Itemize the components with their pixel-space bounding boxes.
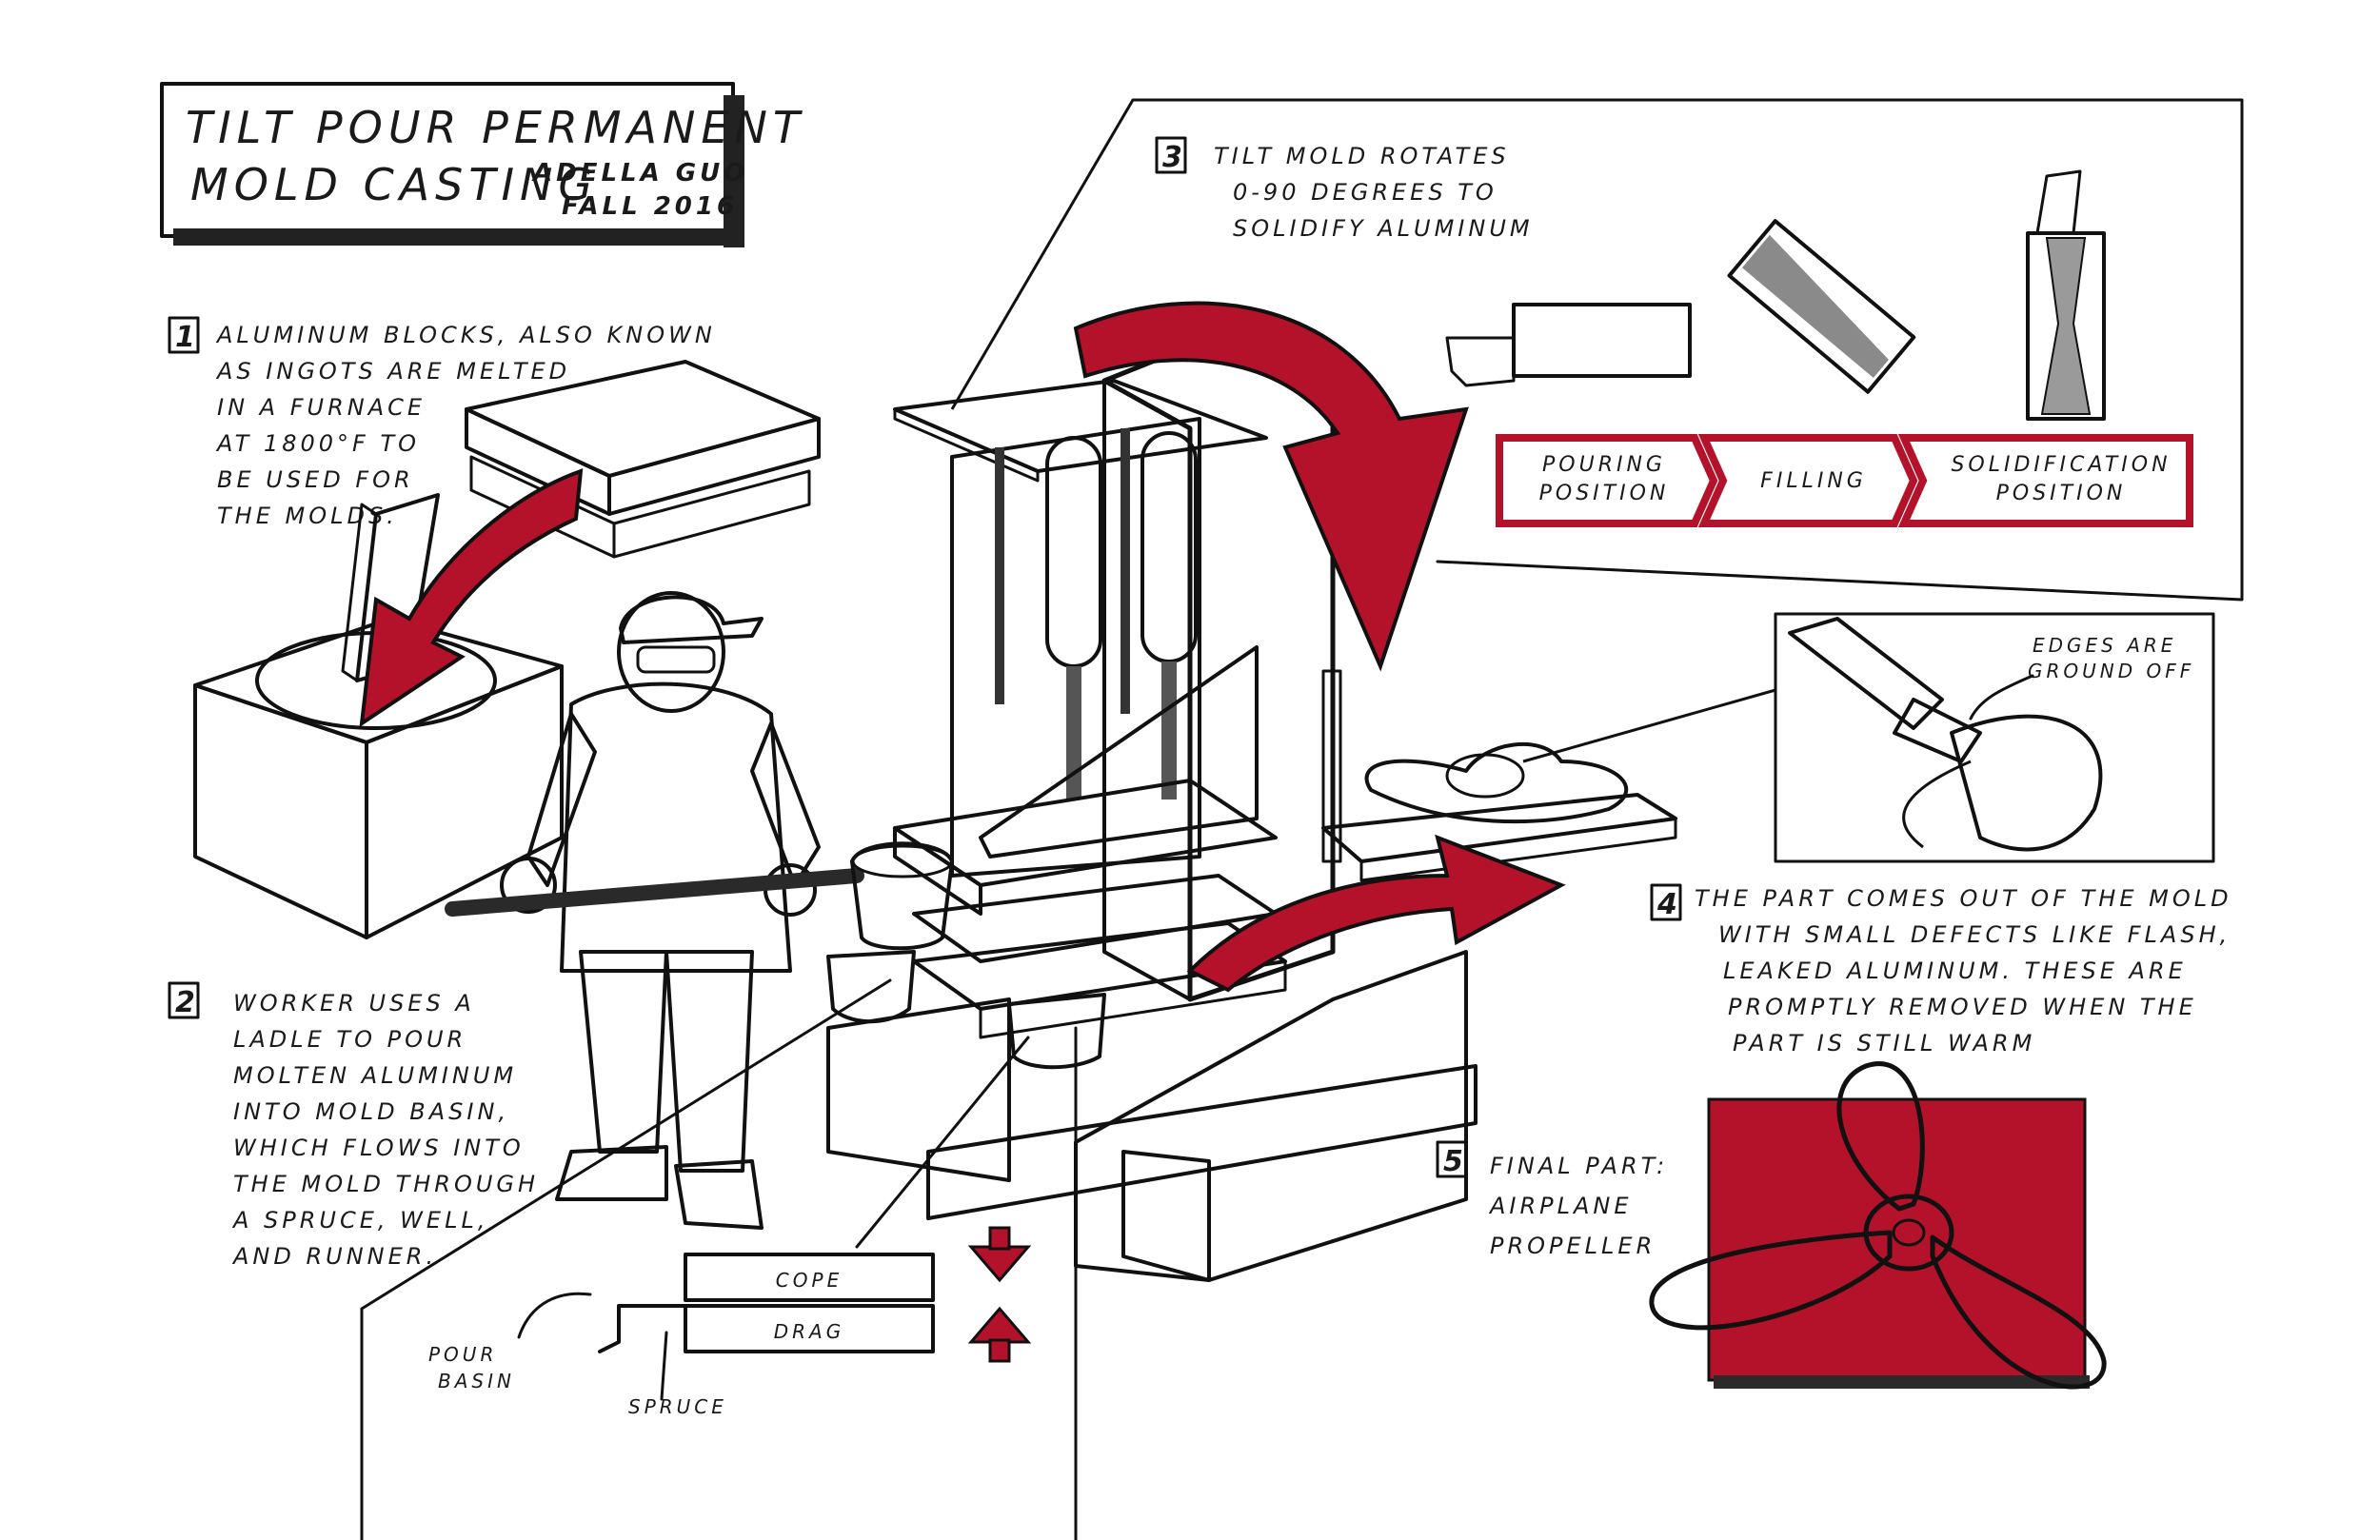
grinder-callout: EDGES ARE GROUND OFF — [1522, 612, 2215, 863]
step-2-line-3: MOLTEN ALUMINUM — [233, 1062, 517, 1089]
solidification-position-sketch — [2026, 169, 2106, 421]
term-label: FALL 2016 — [562, 192, 738, 221]
flow-stage-filling — [1697, 434, 1918, 527]
process-flow: POURING POSITION FILLING SOLIDIFICATION … — [1496, 434, 2193, 527]
pouring-position-sketch — [1445, 303, 1692, 387]
title-line-2: MOLD CASTING — [190, 159, 598, 210]
step-5-number: 5 — [1443, 1145, 1467, 1178]
rough-propeller — [1364, 741, 1629, 824]
flow-label-solid-1: SOLIDIFICATION — [1951, 453, 2171, 477]
step-3-line-3: SOLIDIFY ALUMINUM — [1233, 215, 1534, 242]
title-block: TILT POUR PERMANENT MOLD CASTING ADELLA … — [160, 82, 805, 247]
worker-figure — [500, 591, 821, 1230]
step-1-number: 1 — [175, 321, 199, 354]
tilt-arrow — [1073, 301, 1469, 672]
pour-basin-label-2: BASIN — [438, 1370, 515, 1392]
step-2-line-6: THE MOLD THROUGH — [233, 1171, 539, 1197]
melt-arrow — [359, 468, 584, 728]
step-2-line-2: LADLE TO POUR — [233, 1026, 466, 1053]
step-4-line-5: PART IS STILL WARM — [1733, 1030, 2035, 1056]
step-4-line-3: LEAKED ALUMINUM. THESE ARE — [1723, 958, 2187, 984]
flow-label-pouring-2: POSITION — [1539, 482, 1670, 505]
step-4-note: 4 THE PART COMES OUT OF THE MOLD WITH SM… — [1650, 883, 2232, 1056]
author-name: ADELLA GUO — [531, 159, 748, 188]
step-3-line-1: TILT MOLD ROTATES — [1214, 143, 1510, 169]
flow-label-filling: FILLING — [1760, 469, 1867, 493]
flow-label-pouring-1: POURING — [1542, 453, 1666, 477]
flow-stage-solidification — [1897, 434, 2193, 527]
step-4-number: 4 — [1656, 888, 1681, 921]
drag-up-arrow — [967, 1306, 1032, 1344]
tilt-pour-machine — [826, 321, 1677, 1282]
final-propeller — [1649, 1061, 2107, 1390]
step-2-line-1: WORKER USES A — [233, 990, 475, 1017]
cope-label: COPE — [776, 1269, 843, 1292]
title-line-1: TILT POUR PERMANENT — [186, 102, 805, 153]
flow-stage-pouring — [1496, 434, 1718, 527]
step-4-line-2: WITH SMALL DEFECTS LIKE FLASH, — [1718, 921, 2231, 948]
drag-label: DRAG — [774, 1320, 844, 1343]
furnace — [193, 617, 564, 939]
step-1-note: 1 ALUMINUM BLOCKS, ALSO KNOWN AS INGOTS … — [168, 316, 716, 529]
step-1-line-5: BE USED FOR — [217, 466, 414, 493]
spruce-label: SPRUCE — [628, 1395, 727, 1418]
step-3-panel: 3 TILT MOLD ROTATES 0-90 DEGREES TO SOLI… — [950, 98, 2244, 602]
grinder-callout-line-2: GROUND OFF — [2028, 660, 2194, 682]
step-2-line-4: INTO MOLD BASIN, — [233, 1098, 509, 1125]
step-2-line-8: AND RUNNER. — [231, 1243, 437, 1270]
step-5-note: 5 FINAL PART: AIRPLANE PROPELLER — [1436, 1140, 1668, 1259]
mold-detail-inset: COPE DRAG POUR BASIN SPRUCE — [360, 978, 1078, 1540]
step-5-line-1: FINAL PART: — [1490, 1153, 1668, 1179]
step-3-line-2: 0-90 DEGREES TO — [1233, 179, 1497, 206]
cope-down-arrow — [967, 1245, 1032, 1283]
step-1-line-1: ALUMINUM BLOCKS, ALSO KNOWN — [215, 322, 716, 348]
step-1-line-6: THE MOLDS. — [217, 503, 398, 529]
step-4-line-1: THE PART COMES OUT OF THE MOLD — [1695, 885, 2232, 912]
pour-basin-label-1: POUR — [428, 1343, 497, 1366]
step-1-line-3: IN A FURNACE — [217, 394, 426, 421]
grinder-callout-line-1: EDGES ARE — [2033, 634, 2176, 657]
step-3-number: 3 — [1162, 141, 1186, 174]
step-4-line-4: PROMPTLY REMOVED WHEN THE — [1728, 994, 2197, 1020]
step-5-line-2: AIRPLANE — [1488, 1193, 1633, 1219]
step-1-line-2: AS INGOTS ARE MELTED — [215, 358, 570, 385]
step-2-note: 2 WORKER USES A LADLE TO POUR MOLTEN ALU… — [168, 981, 539, 1270]
step-2-number: 2 — [175, 986, 199, 1019]
step-2-line-5: WHICH FLOWS INTO — [233, 1135, 525, 1161]
filling-position-sketch — [1727, 219, 1916, 394]
ingot-stack — [465, 360, 821, 559]
step-5-line-3: PROPELLER — [1490, 1233, 1656, 1259]
step-1-line-4: AT 1800°F TO — [215, 430, 420, 457]
step-2-line-7: A SPRUCE, WELL, — [231, 1207, 488, 1234]
flow-label-solid-2: POSITION — [1996, 482, 2127, 505]
part-out-arrow — [1186, 834, 1566, 993]
